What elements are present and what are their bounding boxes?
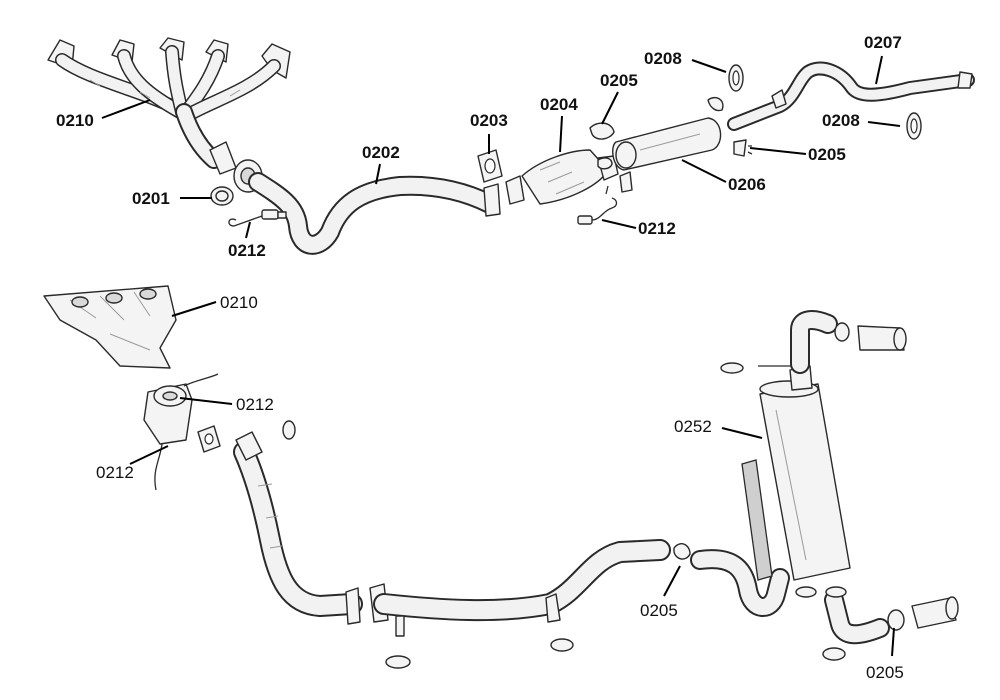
hangers-bottom [385, 362, 846, 669]
callout-0210-bottom: 0210 [220, 293, 258, 312]
o2-sensor-top-mid [577, 197, 618, 225]
middle-pipe-bottom [369, 539, 671, 637]
callout-0207: 0207 [864, 33, 902, 52]
hanger-0208-top [728, 64, 744, 92]
callout-0201: 0201 [132, 189, 170, 208]
callout-0205-bottom-a: 0205 [640, 601, 678, 620]
o2-sensor-top-left [228, 209, 287, 227]
callout-0212-top-left: 0212 [228, 241, 266, 260]
callout-0252: 0252 [674, 417, 712, 436]
callout-labels: 0210 0201 0212 0202 0203 0204 0205 0208 … [56, 33, 904, 682]
callout-0208-right: 0208 [822, 111, 860, 130]
intermediate-pipe-bottom [233, 431, 363, 625]
cast-manifold-0210 [43, 285, 177, 369]
callout-0202: 0202 [362, 143, 400, 162]
callout-0210-top: 0210 [56, 111, 94, 130]
rear-bend-pipe [690, 549, 790, 617]
callout-0206: 0206 [728, 175, 766, 194]
muffler-0206 [612, 117, 722, 171]
callout-0212-bottom-b: 0212 [96, 463, 134, 482]
callout-0212-top-mid: 0212 [638, 219, 676, 238]
lower-elbow-tip [824, 586, 959, 645]
upper-elbow-tip [790, 310, 907, 374]
header-manifold-top [47, 37, 291, 175]
gasket-ring-0201 [210, 186, 234, 206]
hanger-0208-right [906, 112, 922, 140]
gaskets-bottom [197, 420, 296, 453]
callout-0205-right: 0205 [808, 145, 846, 164]
callout-0208-top: 0208 [644, 49, 682, 68]
leader-lines [101, 55, 901, 657]
heat-shield [741, 459, 773, 581]
callout-0203: 0203 [470, 111, 508, 130]
callout-0205-bottom-b: 0205 [866, 663, 904, 682]
muffler-0252 [758, 365, 851, 598]
callout-0212-bottom-a: 0212 [236, 395, 274, 414]
tailpipe-0207 [727, 61, 975, 131]
front-pipe-0202 [233, 159, 501, 255]
gasket-0203 [477, 149, 503, 183]
callout-0204: 0204 [540, 95, 578, 114]
clamp-0205-top [589, 122, 633, 193]
tailpipe-clamp [707, 96, 724, 112]
hanger-0205-right [733, 139, 753, 157]
callout-0205-top: 0205 [600, 71, 638, 90]
clamp-0205-bottom-a [673, 543, 691, 560]
